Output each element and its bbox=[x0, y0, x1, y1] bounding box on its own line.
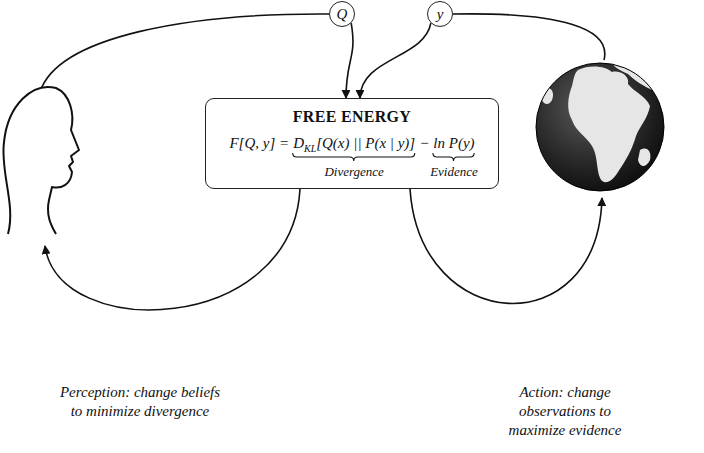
state-circle: y bbox=[427, 1, 453, 27]
loop-arc bbox=[40, 14, 329, 92]
brace-labels: Divergence Evidence bbox=[218, 152, 485, 182]
formula-part: [Q(x) || P(x | y)] bbox=[316, 135, 415, 152]
circle-label: y bbox=[437, 6, 444, 23]
loop-arc bbox=[410, 189, 602, 303]
formula-part: ln P(y) bbox=[433, 135, 474, 152]
caption-label: Action: change observations to maximize … bbox=[490, 383, 640, 440]
underbrace bbox=[433, 153, 474, 161]
loop-arc bbox=[45, 189, 300, 310]
connector bbox=[346, 23, 353, 98]
free-energy-box: FREE ENERGY F[Q, y] =DKL[Q(x) || P(x | y)… bbox=[205, 98, 498, 189]
loop-arc bbox=[453, 14, 605, 60]
head-silhouette bbox=[3, 87, 79, 234]
formula-part: D bbox=[293, 135, 304, 152]
circle-label: Q bbox=[337, 6, 348, 23]
connector bbox=[360, 23, 431, 98]
caption-label: Perception: change beliefs to minimize d… bbox=[54, 383, 226, 421]
box-title: FREE ENERGY bbox=[218, 108, 485, 126]
underbrace bbox=[293, 153, 415, 161]
brace-label: Divergence bbox=[324, 164, 383, 180]
state-circle: Q bbox=[329, 1, 355, 27]
formula-part: − bbox=[419, 135, 429, 152]
brace-label: Evidence bbox=[430, 164, 478, 180]
subscript: KL bbox=[304, 143, 316, 154]
formula-part: F[Q, y] = bbox=[229, 135, 289, 152]
formula: F[Q, y] =DKL[Q(x) || P(x | y)]−ln P(y) bbox=[218, 135, 485, 152]
